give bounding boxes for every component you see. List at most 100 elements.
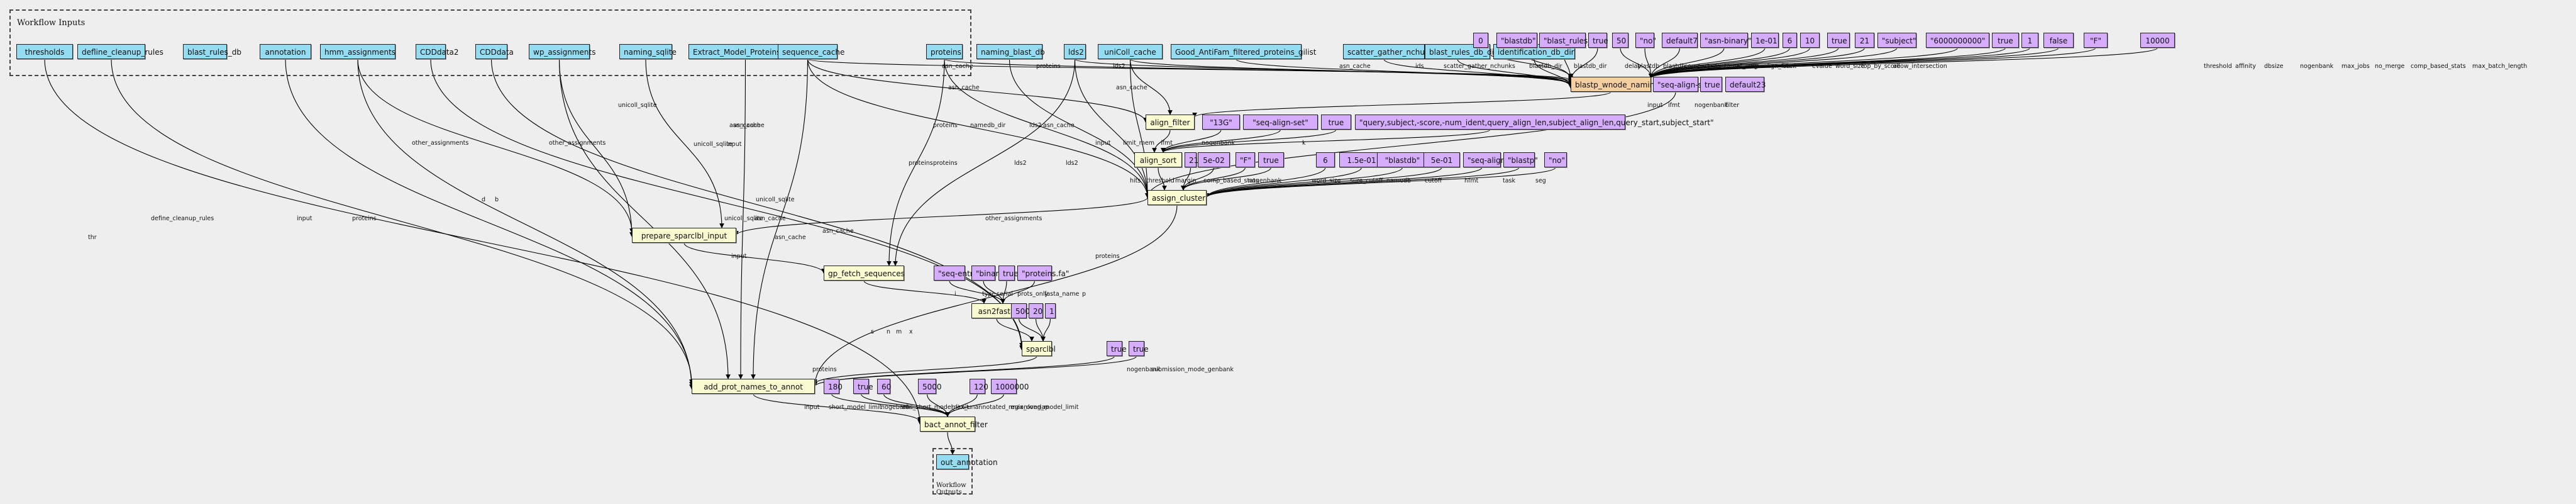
workflow-input-wp-assignments[interactable]: wp_assignments [529,44,595,59]
edge-blastp-to-align-filter [1192,91,1611,118]
constant-value[interactable]: true [1827,33,1850,48]
constant-value[interactable]: 5e-02 [1198,152,1230,167]
constant-value[interactable]: "seq-align-set" [1653,77,1713,92]
step-gp-fetch-sequences[interactable]: gp_fetch_sequences [824,266,905,281]
constant-value[interactable]: "seq-entry" [934,266,981,281]
workflow-input-naming-sqlite[interactable]: naming_sqlite [619,44,677,59]
edge [1204,167,1556,198]
edge-label: sure_cutoff [1350,177,1383,184]
workflow-input-defline-cleanup-rules[interactable]: defline_cleanup_rules [77,44,163,59]
constant-value[interactable]: true [1129,341,1149,356]
edge-label: other_assignments [549,140,606,147]
step-assign-cluster[interactable]: assign_cluster [1147,190,1207,205]
constant-value[interactable]: "blastp" [1503,152,1538,167]
constant-value[interactable]: true [853,379,873,394]
edge-label: i [954,291,956,298]
constant-value[interactable]: 1.5e-01 [1339,152,1384,167]
constant-value[interactable]: 20 [1029,303,1043,318]
workflow-input-cdddata2[interactable]: CDDdata2 [416,44,459,59]
constant-value[interactable]: 180 [824,379,843,394]
edge [1204,167,1483,198]
constant-value[interactable]: "F" [2084,33,2108,48]
constant-value[interactable]: 6 [1316,152,1335,167]
constant-value[interactable]: 21 [1855,33,1874,48]
constant-value[interactable]: 120 [970,379,988,394]
constant-value[interactable]: "blastdb" [1377,152,1428,167]
constant-value[interactable]: true [1588,33,1608,48]
constant-value[interactable]: default23 [1725,77,1766,92]
constant-value[interactable]: "seq-align" [1463,152,1509,167]
constant-value[interactable]: "binary" [971,266,1007,281]
workflow-input-lds2[interactable]: lds2 [1064,44,1086,59]
step-align-sort[interactable]: align_sort [1134,152,1182,167]
workflow-input-hmm-assignments[interactable]: hmm_assignments [320,44,395,59]
constant-value[interactable]: "subject" [1877,33,1916,48]
edge-label: filter [1725,102,1740,109]
edge [1041,318,1051,342]
constant-value[interactable]: 5000 [918,379,942,394]
constant-value[interactable]: "F" [1235,152,1255,167]
constant-value[interactable]: 60 [877,379,891,394]
constant-value[interactable]: "6000000000" [1926,33,1989,48]
constant-value[interactable]: default7 [1662,33,1698,48]
workflow-input-good-antifam-filtered-proteins-gilist[interactable]: Good_AntiFam_filtered_proteins_gilist [1171,44,1316,59]
workflow-input-sequence-cache[interactable]: sequence_cache [778,44,844,59]
step-blastp-wnode-naming[interactable]: blastp_wnode_naming [1571,77,1659,92]
workflow-input-blast-rules-db-dir[interactable]: blast_rules_db_dir [1425,44,1497,59]
edge-label: proteins [1036,63,1061,70]
constant-value[interactable]: 0 [1473,33,1488,48]
constant-value[interactable]: "asn-binary" [1700,33,1752,48]
workflow-input-thresholds[interactable]: thresholds [16,44,73,59]
constant-value[interactable]: false [2043,33,2074,48]
constant-value[interactable]: 1000000 [991,379,1029,394]
constant-value[interactable]: 5e-01 [1423,152,1460,167]
constant-value[interactable]: "no" [1544,152,1567,167]
constant-value[interactable]: 6 [1783,33,1797,48]
workflow-output-out-annotation[interactable]: out_annotation [936,454,998,469]
workflow-input-naming-blast-db[interactable]: naming_blast_db [976,44,1045,59]
step-prepare-sparclbl-input[interactable]: prepare_sparclbl_input [632,228,736,243]
constant-value[interactable]: 1 [2021,33,2038,48]
edge-label: abs_short_model_limit [902,404,969,411]
edge-label: p [1082,291,1086,298]
constant-value[interactable]: "no" [1635,33,1656,48]
constant-value[interactable]: true [1992,33,2019,48]
constant-value[interactable]: "seq-align-set" [1243,115,1318,130]
constant-value[interactable]: "blastdb" [1496,33,1537,48]
constant-value[interactable]: 21 [1185,152,1198,167]
step-add-prot-names-to-annot[interactable]: add_prot_names_to_annot [692,379,815,394]
constant-value[interactable]: 10000 [2140,33,2175,48]
constant-value[interactable]: true [1321,115,1351,130]
edge-label: serial [997,291,1013,298]
constant-value[interactable]: 50 [1612,33,1628,48]
constant-value[interactable]: "proteins.fa" [1017,266,1069,281]
edge [490,59,1024,350]
constant-value[interactable]: "13G" [1202,115,1240,130]
workflow-input-cdddata[interactable]: CDDdata [475,44,514,59]
step-align-filter[interactable]: align_filter [1146,115,1195,130]
edge-label: ifmt [1668,102,1680,109]
workflow-input-blast-rules-db[interactable]: blast_rules_db [183,44,241,59]
constant-value[interactable]: true [1258,152,1284,167]
edge-label: allow_intersection [1893,63,1947,70]
constant-value[interactable]: true [998,266,1019,281]
step-bact-annot-filter[interactable]: bact_annot_filter [920,417,988,432]
constant-value[interactable]: "blast_rules_db" [1539,33,1605,48]
workflow-input-annotation[interactable]: annotation [260,44,311,59]
constant-value[interactable]: 1 [1045,303,1056,318]
workflow-input-proteins[interactable]: proteins [926,44,963,59]
constant-value[interactable]: true [1700,77,1722,92]
workflow-input-unicoll-cache[interactable]: uniColl_cache [1098,44,1163,59]
workflow-input-scatter-gather-nchunks[interactable]: scatter_gather_nchunks [1343,44,1438,59]
step-sparclbl[interactable]: sparclbl [1022,341,1056,356]
edge-label: limit_mem [1123,140,1155,147]
edge [111,59,694,384]
constant-value[interactable]: 10 [1800,33,1820,48]
constant-value[interactable]: true [1107,341,1127,356]
constant-value[interactable]: 500 [1011,303,1030,318]
edge [44,59,922,425]
constant-value[interactable]: "query,subject,-score,-num_ident,query_a… [1355,115,1714,130]
edge [1158,167,1167,191]
constant-value[interactable]: 1e-01 [1751,33,1779,48]
edge-label: asn_cache [1116,84,1147,91]
